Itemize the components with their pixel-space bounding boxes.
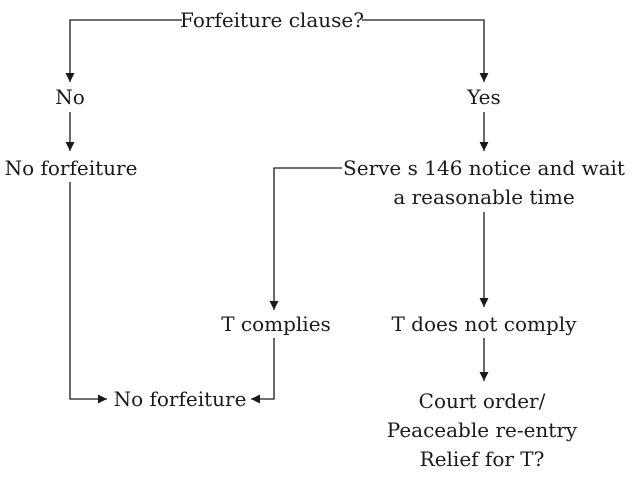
node-yes: Yes xyxy=(466,85,501,109)
node-t-does-not-comply: T does not comply xyxy=(391,312,577,336)
node-serve-notice-line1: Serve s 146 notice and wait xyxy=(343,156,625,180)
node-no: No xyxy=(55,85,85,109)
nodes: Forfeiture clause? No Yes No forfeiture … xyxy=(5,8,625,471)
node-serve-notice-line2: a reasonable time xyxy=(393,185,574,209)
edge-serve-to-t-complies xyxy=(269,167,342,310)
edge-t-complies-to-no-forfeiture-bottom xyxy=(251,338,275,404)
node-serve-notice: Serve s 146 notice and wait a reasonable… xyxy=(343,156,625,209)
node-court-order-line3: Relief for T? xyxy=(420,447,545,471)
edge-question-to-no xyxy=(65,19,182,82)
node-court-order-line1: Court order/ xyxy=(419,389,546,413)
edge-question-to-yes xyxy=(362,19,489,82)
node-no-forfeiture-bottom: No forfeiture xyxy=(114,387,247,411)
node-t-complies: T complies xyxy=(221,312,331,336)
node-no-forfeiture-left: No forfeiture xyxy=(5,156,138,180)
node-court-order-line2: Peaceable re-entry xyxy=(387,418,578,442)
node-forfeiture-clause-question: Forfeiture clause? xyxy=(180,8,364,32)
edges xyxy=(65,19,489,404)
node-court-order: Court order/ Peaceable re-entry Relief f… xyxy=(387,389,578,471)
edge-left-to-no-forfeiture-bottom xyxy=(69,182,107,404)
